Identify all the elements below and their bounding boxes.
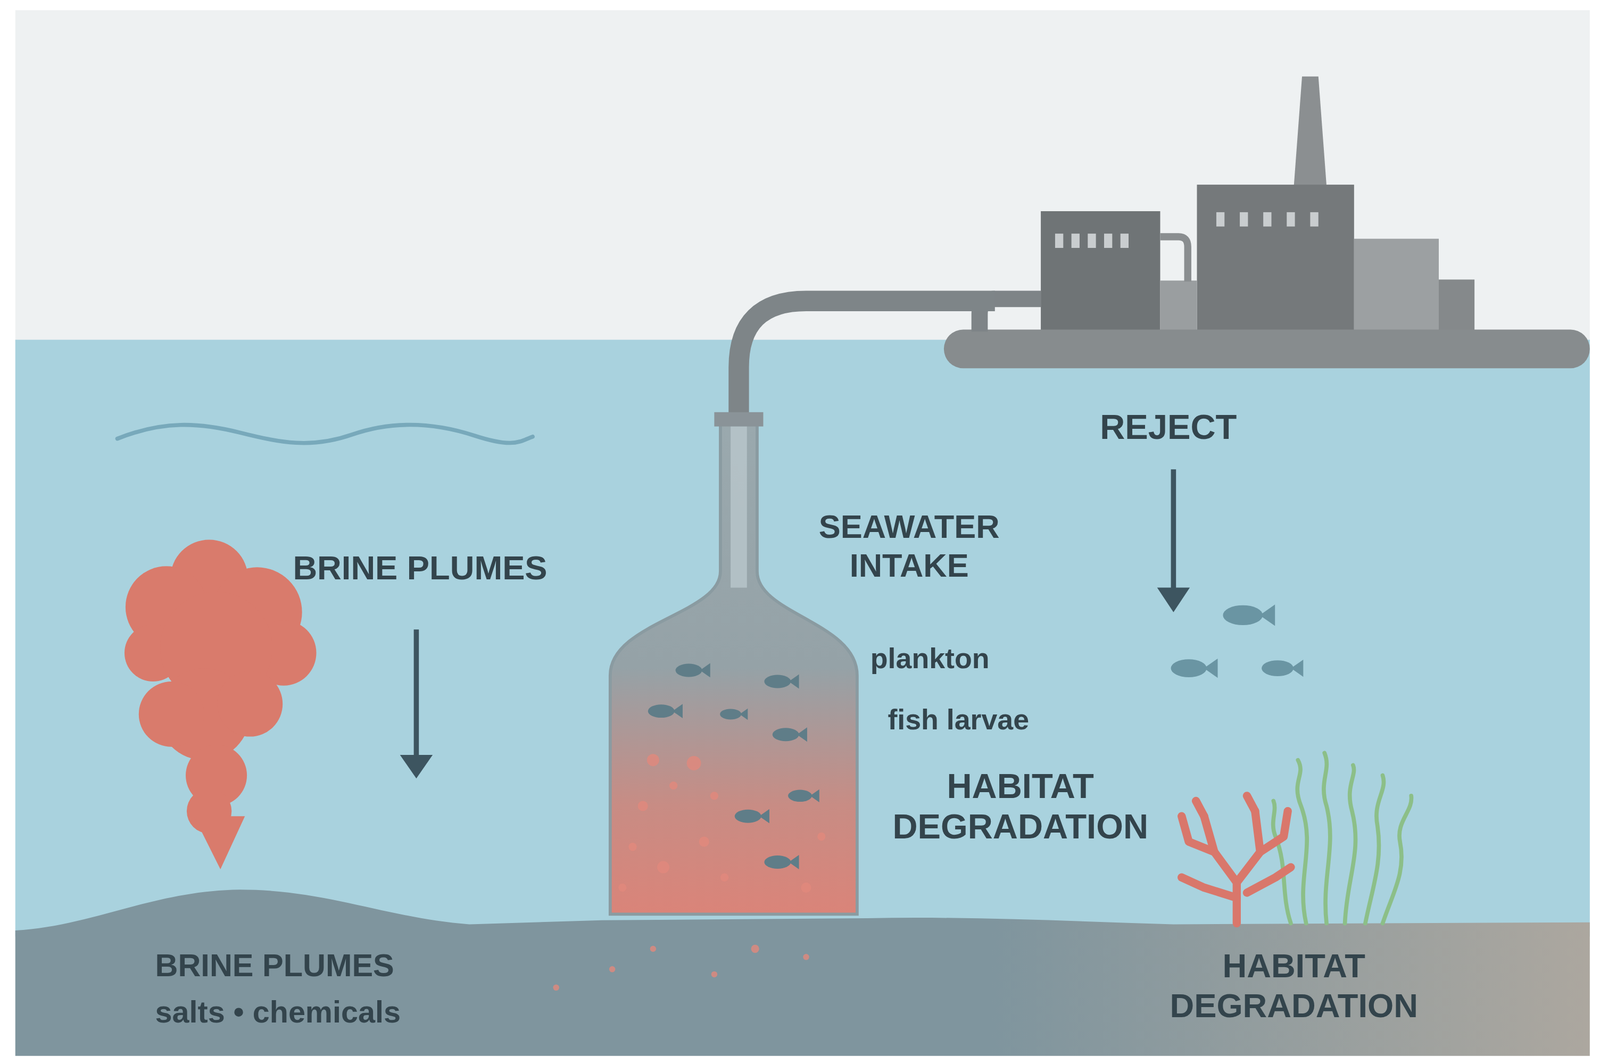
brine-plume: [124, 539, 317, 869]
label-text: salts • chemicals: [154, 993, 502, 1031]
fish-inside: [648, 663, 820, 870]
intake-pipe: [738, 301, 995, 421]
brine-particles: [552, 753, 826, 991]
intake-neck: [730, 424, 748, 588]
label-text: BRINE PLUMES: [292, 549, 599, 590]
label-text: fish larvae: [887, 702, 1113, 737]
fish-school: [1170, 604, 1304, 678]
label-text: BRINE PLUMES: [154, 948, 492, 986]
wave-line: [117, 424, 534, 443]
label-text: SEAWATER INTAKE: [791, 508, 1027, 586]
label-text: HABITAT DEGRADATION: [1140, 947, 1447, 1027]
reject-arrow: [1157, 469, 1190, 612]
label-text: HABITAT DEGRADATION: [867, 765, 1174, 848]
factory: [943, 76, 1590, 369]
water: [15, 340, 1590, 938]
down-arrow: [400, 629, 433, 779]
seaweed: [1273, 752, 1412, 924]
intake-structure: [610, 420, 858, 915]
intake-cap: [714, 412, 764, 427]
label-text: plankton: [870, 641, 1096, 676]
coral: [1181, 796, 1291, 924]
label-text: REJECT: [1035, 405, 1301, 447]
